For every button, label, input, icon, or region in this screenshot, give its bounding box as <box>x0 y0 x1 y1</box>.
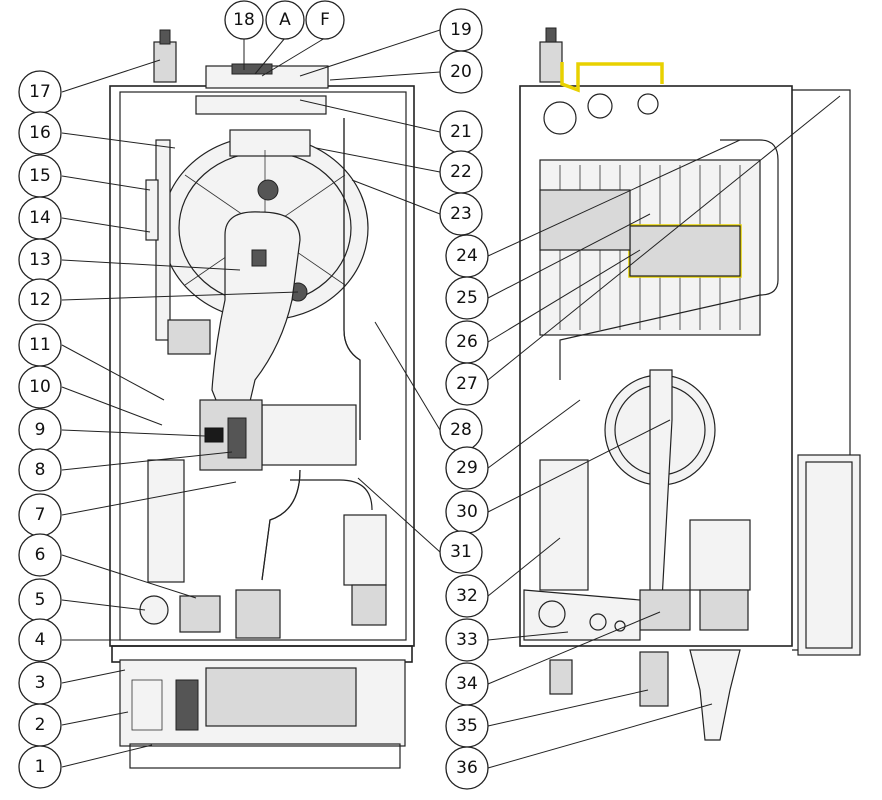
svg-text:8: 8 <box>35 460 46 480</box>
svg-text:7: 7 <box>35 505 46 525</box>
svg-text:17: 17 <box>29 82 51 102</box>
svg-text:25: 25 <box>456 288 478 308</box>
callout-19: 19 <box>439 8 483 52</box>
callout-24: 24 <box>445 234 489 278</box>
svg-text:F: F <box>320 10 330 30</box>
svg-text:11: 11 <box>29 335 51 355</box>
callout-31: 31 <box>439 530 483 574</box>
svg-text:5: 5 <box>35 590 46 610</box>
svg-text:10: 10 <box>29 377 51 397</box>
callout-29: 29 <box>445 446 489 490</box>
callout-16: 16 <box>18 111 62 155</box>
svg-text:31: 31 <box>450 542 472 562</box>
svg-text:21: 21 <box>450 122 472 142</box>
callout-14: 14 <box>18 196 62 240</box>
callout-f: F <box>305 0 345 40</box>
callout-30: 30 <box>445 490 489 534</box>
svg-text:19: 19 <box>450 20 472 40</box>
svg-text:26: 26 <box>456 332 478 352</box>
callout-35: 35 <box>445 704 489 748</box>
callout-1: 1 <box>18 745 62 789</box>
callout-25: 25 <box>445 276 489 320</box>
callout-5: 5 <box>18 578 62 622</box>
svg-text:13: 13 <box>29 250 51 270</box>
callout-a: A <box>265 0 305 40</box>
callout-11: 11 <box>18 323 62 367</box>
svg-text:16: 16 <box>29 123 51 143</box>
callout-22: 22 <box>439 150 483 194</box>
callout-36: 36 <box>445 746 489 790</box>
svg-text:3: 3 <box>35 673 46 693</box>
svg-text:9: 9 <box>35 420 46 440</box>
svg-text:15: 15 <box>29 166 51 186</box>
svg-text:20: 20 <box>450 62 472 82</box>
svg-text:36: 36 <box>456 758 478 778</box>
svg-text:33: 33 <box>456 630 478 650</box>
svg-text:30: 30 <box>456 502 478 522</box>
svg-text:4: 4 <box>35 630 46 650</box>
side-view <box>519 27 861 741</box>
callout-28: 28 <box>439 408 483 452</box>
callout-20: 20 <box>439 50 483 94</box>
svg-text:28: 28 <box>450 420 472 440</box>
svg-text:A: A <box>279 10 291 30</box>
svg-text:29: 29 <box>456 458 478 478</box>
svg-text:2: 2 <box>35 715 46 735</box>
leader-lines <box>61 29 841 769</box>
callout-3: 3 <box>18 661 62 705</box>
svg-text:35: 35 <box>456 716 478 736</box>
svg-text:34: 34 <box>456 674 478 694</box>
callout-18: 18 <box>224 0 264 40</box>
callout-9: 9 <box>18 408 62 452</box>
svg-text:22: 22 <box>450 162 472 182</box>
svg-text:27: 27 <box>456 374 478 394</box>
callout-7: 7 <box>18 493 62 537</box>
callout-10: 10 <box>18 365 62 409</box>
callouts-top: 18 A F <box>224 0 345 40</box>
callout-33: 33 <box>445 618 489 662</box>
callout-23: 23 <box>439 192 483 236</box>
callout-26: 26 <box>445 320 489 364</box>
callout-13: 13 <box>18 238 62 282</box>
svg-text:12: 12 <box>29 290 51 310</box>
front-view <box>109 29 415 769</box>
svg-text:18: 18 <box>233 10 255 30</box>
callout-12: 12 <box>18 278 62 322</box>
callout-21: 21 <box>439 110 483 154</box>
svg-text:6: 6 <box>35 545 46 565</box>
svg-text:24: 24 <box>456 246 478 266</box>
callout-32: 32 <box>445 574 489 618</box>
callout-15: 15 <box>18 154 62 198</box>
callout-27: 27 <box>445 362 489 406</box>
callouts-center: 19 20 21 22 23 24 25 26 27 28 29 30 31 3… <box>439 8 489 790</box>
callout-6: 6 <box>18 533 62 577</box>
callout-8: 8 <box>18 448 62 492</box>
svg-text:32: 32 <box>456 586 478 606</box>
svg-text:23: 23 <box>450 204 472 224</box>
callout-17: 17 <box>18 70 62 114</box>
svg-text:1: 1 <box>35 757 46 777</box>
callout-4: 4 <box>18 618 62 662</box>
callouts-left: 17 16 15 14 13 12 11 10 9 8 7 6 5 4 3 2 … <box>18 70 62 789</box>
callout-2: 2 <box>18 703 62 747</box>
callout-34: 34 <box>445 662 489 706</box>
svg-text:14: 14 <box>29 208 51 228</box>
